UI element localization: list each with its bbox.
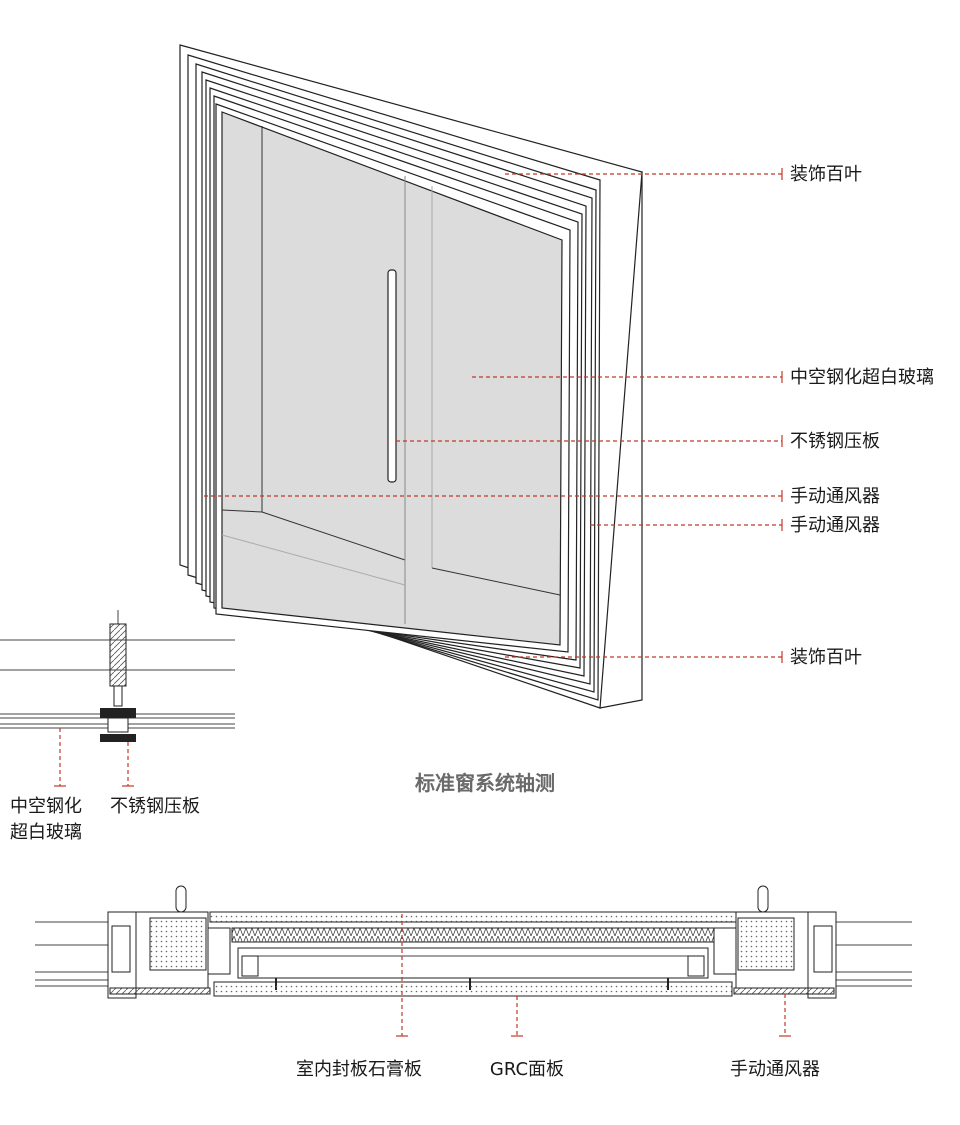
callout-louver-top: 装饰百叶 <box>790 164 862 185</box>
detail-pressplate: 不锈钢压板 <box>110 796 200 817</box>
axon-callout-labels: 装饰百叶 中空钢化超白玻璃 不锈钢压板 手动通风器 手动通风器 装饰百叶 <box>790 164 934 668</box>
axon-leaders <box>204 168 783 663</box>
section-grc-label: GRC面板 <box>490 1059 564 1080</box>
callout-louver-bottom: 装饰百叶 <box>790 647 862 668</box>
axon-title: 标准窗系统轴测 <box>415 771 555 795</box>
section-leaders <box>396 914 791 1037</box>
callout-vent-1: 手动通风器 <box>790 486 880 507</box>
section-gypsum-label: 室内封板石膏板 <box>296 1058 422 1080</box>
callout-glass: 中空钢化超白玻璃 <box>790 367 934 388</box>
small-detail-leaders <box>54 728 134 787</box>
press-plate-handle <box>387 269 397 483</box>
detail-glass-line1: 中空钢化 <box>10 796 82 817</box>
small-detail <box>0 610 235 742</box>
detail-glass-line2: 超白玻璃 <box>10 822 82 843</box>
callout-pressplate: 不锈钢压板 <box>790 431 880 452</box>
section-drawing <box>35 885 912 999</box>
section-vent-label: 手动通风器 <box>730 1059 820 1080</box>
axon-window <box>179 44 643 709</box>
callout-vent-2: 手动通风器 <box>790 515 880 536</box>
